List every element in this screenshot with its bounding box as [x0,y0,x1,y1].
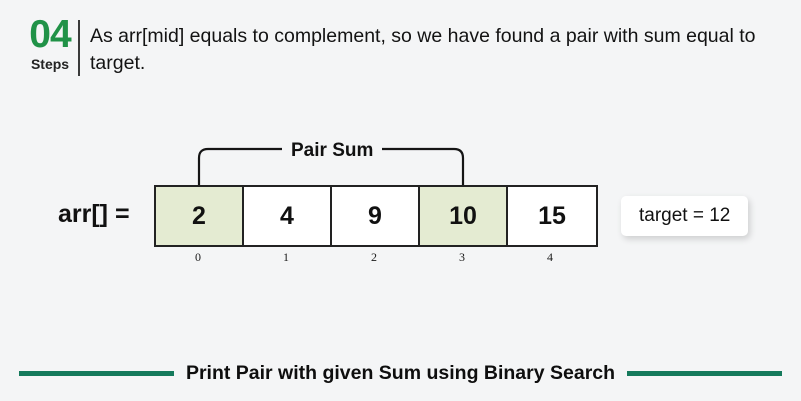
footer-rule-left [18,371,174,376]
step-number: 04 [29,13,71,56]
array-cell[interactable]: 9 [332,187,420,245]
array-cell[interactable]: 10 [420,187,508,245]
pair-sum-label: Pair Sum [282,140,383,162]
array-index-labels: 0 1 2 3 4 [154,250,594,270]
array-index: 4 [547,250,553,264]
footer-rule-right [627,371,783,376]
bracket-svg [197,147,465,188]
bracket-right-path [376,147,465,188]
array-cell[interactable]: 15 [508,187,596,245]
target-badge: target = 12 [621,196,749,236]
step-badge: 04 Steps [22,13,78,74]
header: 04 Steps As arr[mid] equals to complemen… [0,0,801,96]
step-description: As arr[mid] equals to complement, so we … [90,25,756,74]
array-cells: 2 4 9 10 15 [154,185,598,247]
pair-sum-bracket: Pair Sum [154,140,606,188]
array-cell[interactable]: 4 [244,187,332,245]
array-variable-label: arr[] = [58,200,130,228]
array-cell[interactable]: 2 [156,187,244,245]
header-divider [78,20,80,76]
footer-caption: Print Pair with given Sum using Binary S… [185,362,616,384]
array-index: 3 [459,250,465,264]
array-index: 2 [371,250,377,264]
bracket-left-path [197,147,284,188]
step-caption-label: Steps [30,56,70,72]
array-index: 0 [195,250,201,264]
array-diagram: arr[] = Pair Sum 2 4 9 10 15 0 1 2 3 4 t… [0,96,801,346]
array-index: 1 [283,250,289,264]
footer: Print Pair with given Sum using Binary S… [0,346,801,401]
